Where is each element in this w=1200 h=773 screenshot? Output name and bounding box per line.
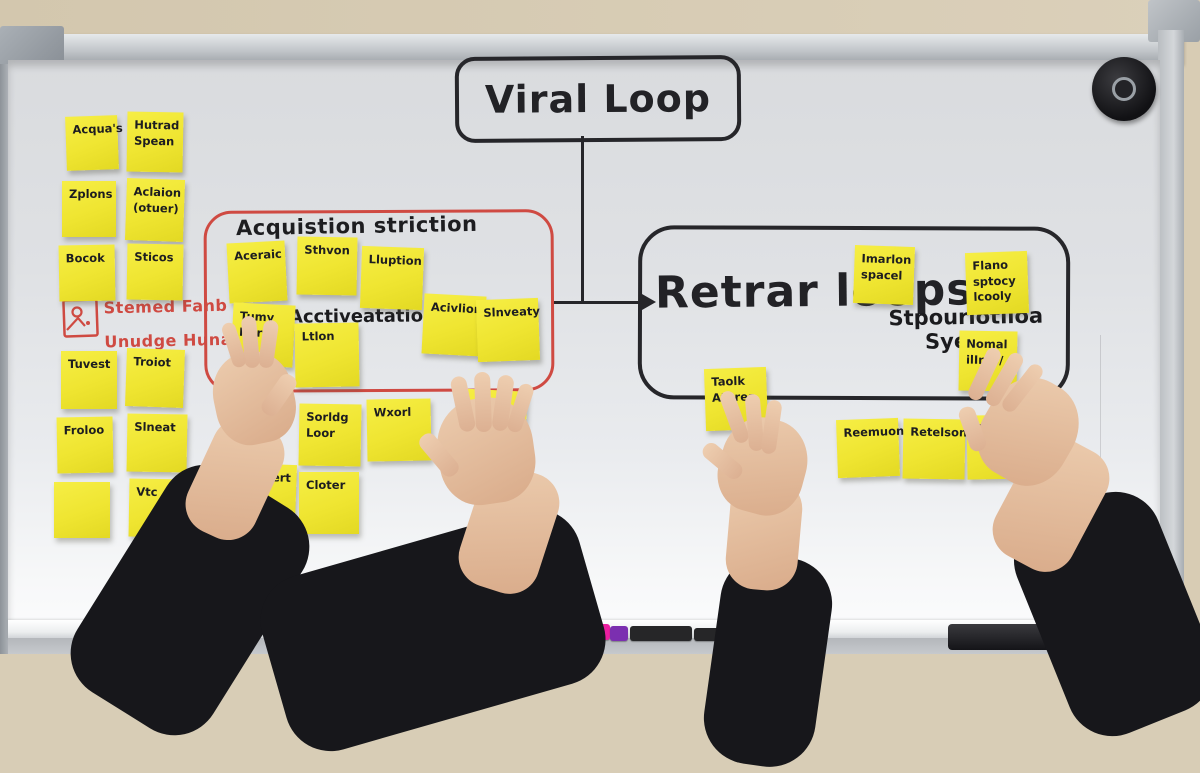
sticky-note-hutrad: Hutrad Spean [126, 111, 184, 173]
viral-loop-title-box: Viral Loop [454, 55, 742, 143]
marker-purple [610, 626, 628, 641]
sticky-note-flano: Flano sptocy lcooly [964, 250, 1030, 316]
sticky-note-ltlon: Ltlon [294, 322, 360, 388]
sticky-note-sorldg: Sorldg Loor [298, 403, 362, 467]
sticky-note-tuvest: Tuvest [61, 351, 117, 409]
connector-line-horizontal [552, 301, 646, 304]
sticky-note-slveaty: Slnveaty [475, 297, 540, 363]
sticky-note-reemuon: Reemuon [836, 417, 904, 479]
acquisition-heading: Acquistion striction [235, 211, 478, 241]
sticky-note-zplons: Zplons [62, 181, 116, 237]
sticky-note-bocok: Bocok [58, 244, 116, 302]
magnet-icon [1092, 57, 1156, 121]
magnet-center [1112, 77, 1136, 101]
sticky-note-troiot: Troiot [125, 348, 185, 408]
sticky-note-acquas: Acqua's [65, 115, 123, 171]
sticky-note-aceraic: Aceraic [226, 240, 288, 304]
sticky-note-retelson: Retelson [902, 418, 967, 480]
sticky-note-slneat: Slneat [126, 413, 188, 473]
sticky-note-sthvon: Sthvon [296, 236, 358, 296]
viral-loop-title: Viral Loop [484, 76, 712, 122]
sticky-note-blank-left [54, 482, 110, 538]
marker-black-long [630, 626, 692, 641]
sticky-note-wxorl: Wxorl [366, 398, 432, 462]
wall-right [1184, 0, 1200, 654]
sticky-note-cloter: Cloter [299, 472, 359, 534]
connector-line-vertical [581, 136, 584, 304]
sticky-note-froloo: Froloo [56, 416, 114, 474]
picture-frame-icon [62, 296, 100, 344]
whiteboard-frame-left [0, 64, 10, 654]
sticky-note-lluption: Lluption [359, 245, 425, 311]
sticky-note-aclaion: Aclaion (otuer) [124, 178, 186, 242]
sticky-note-sticos: Sticos [126, 243, 184, 301]
arrowhead-icon [642, 294, 656, 310]
sticky-note-imarlon: Imarlon spacel [853, 244, 915, 306]
whiteboard-frame-top [0, 34, 1184, 64]
